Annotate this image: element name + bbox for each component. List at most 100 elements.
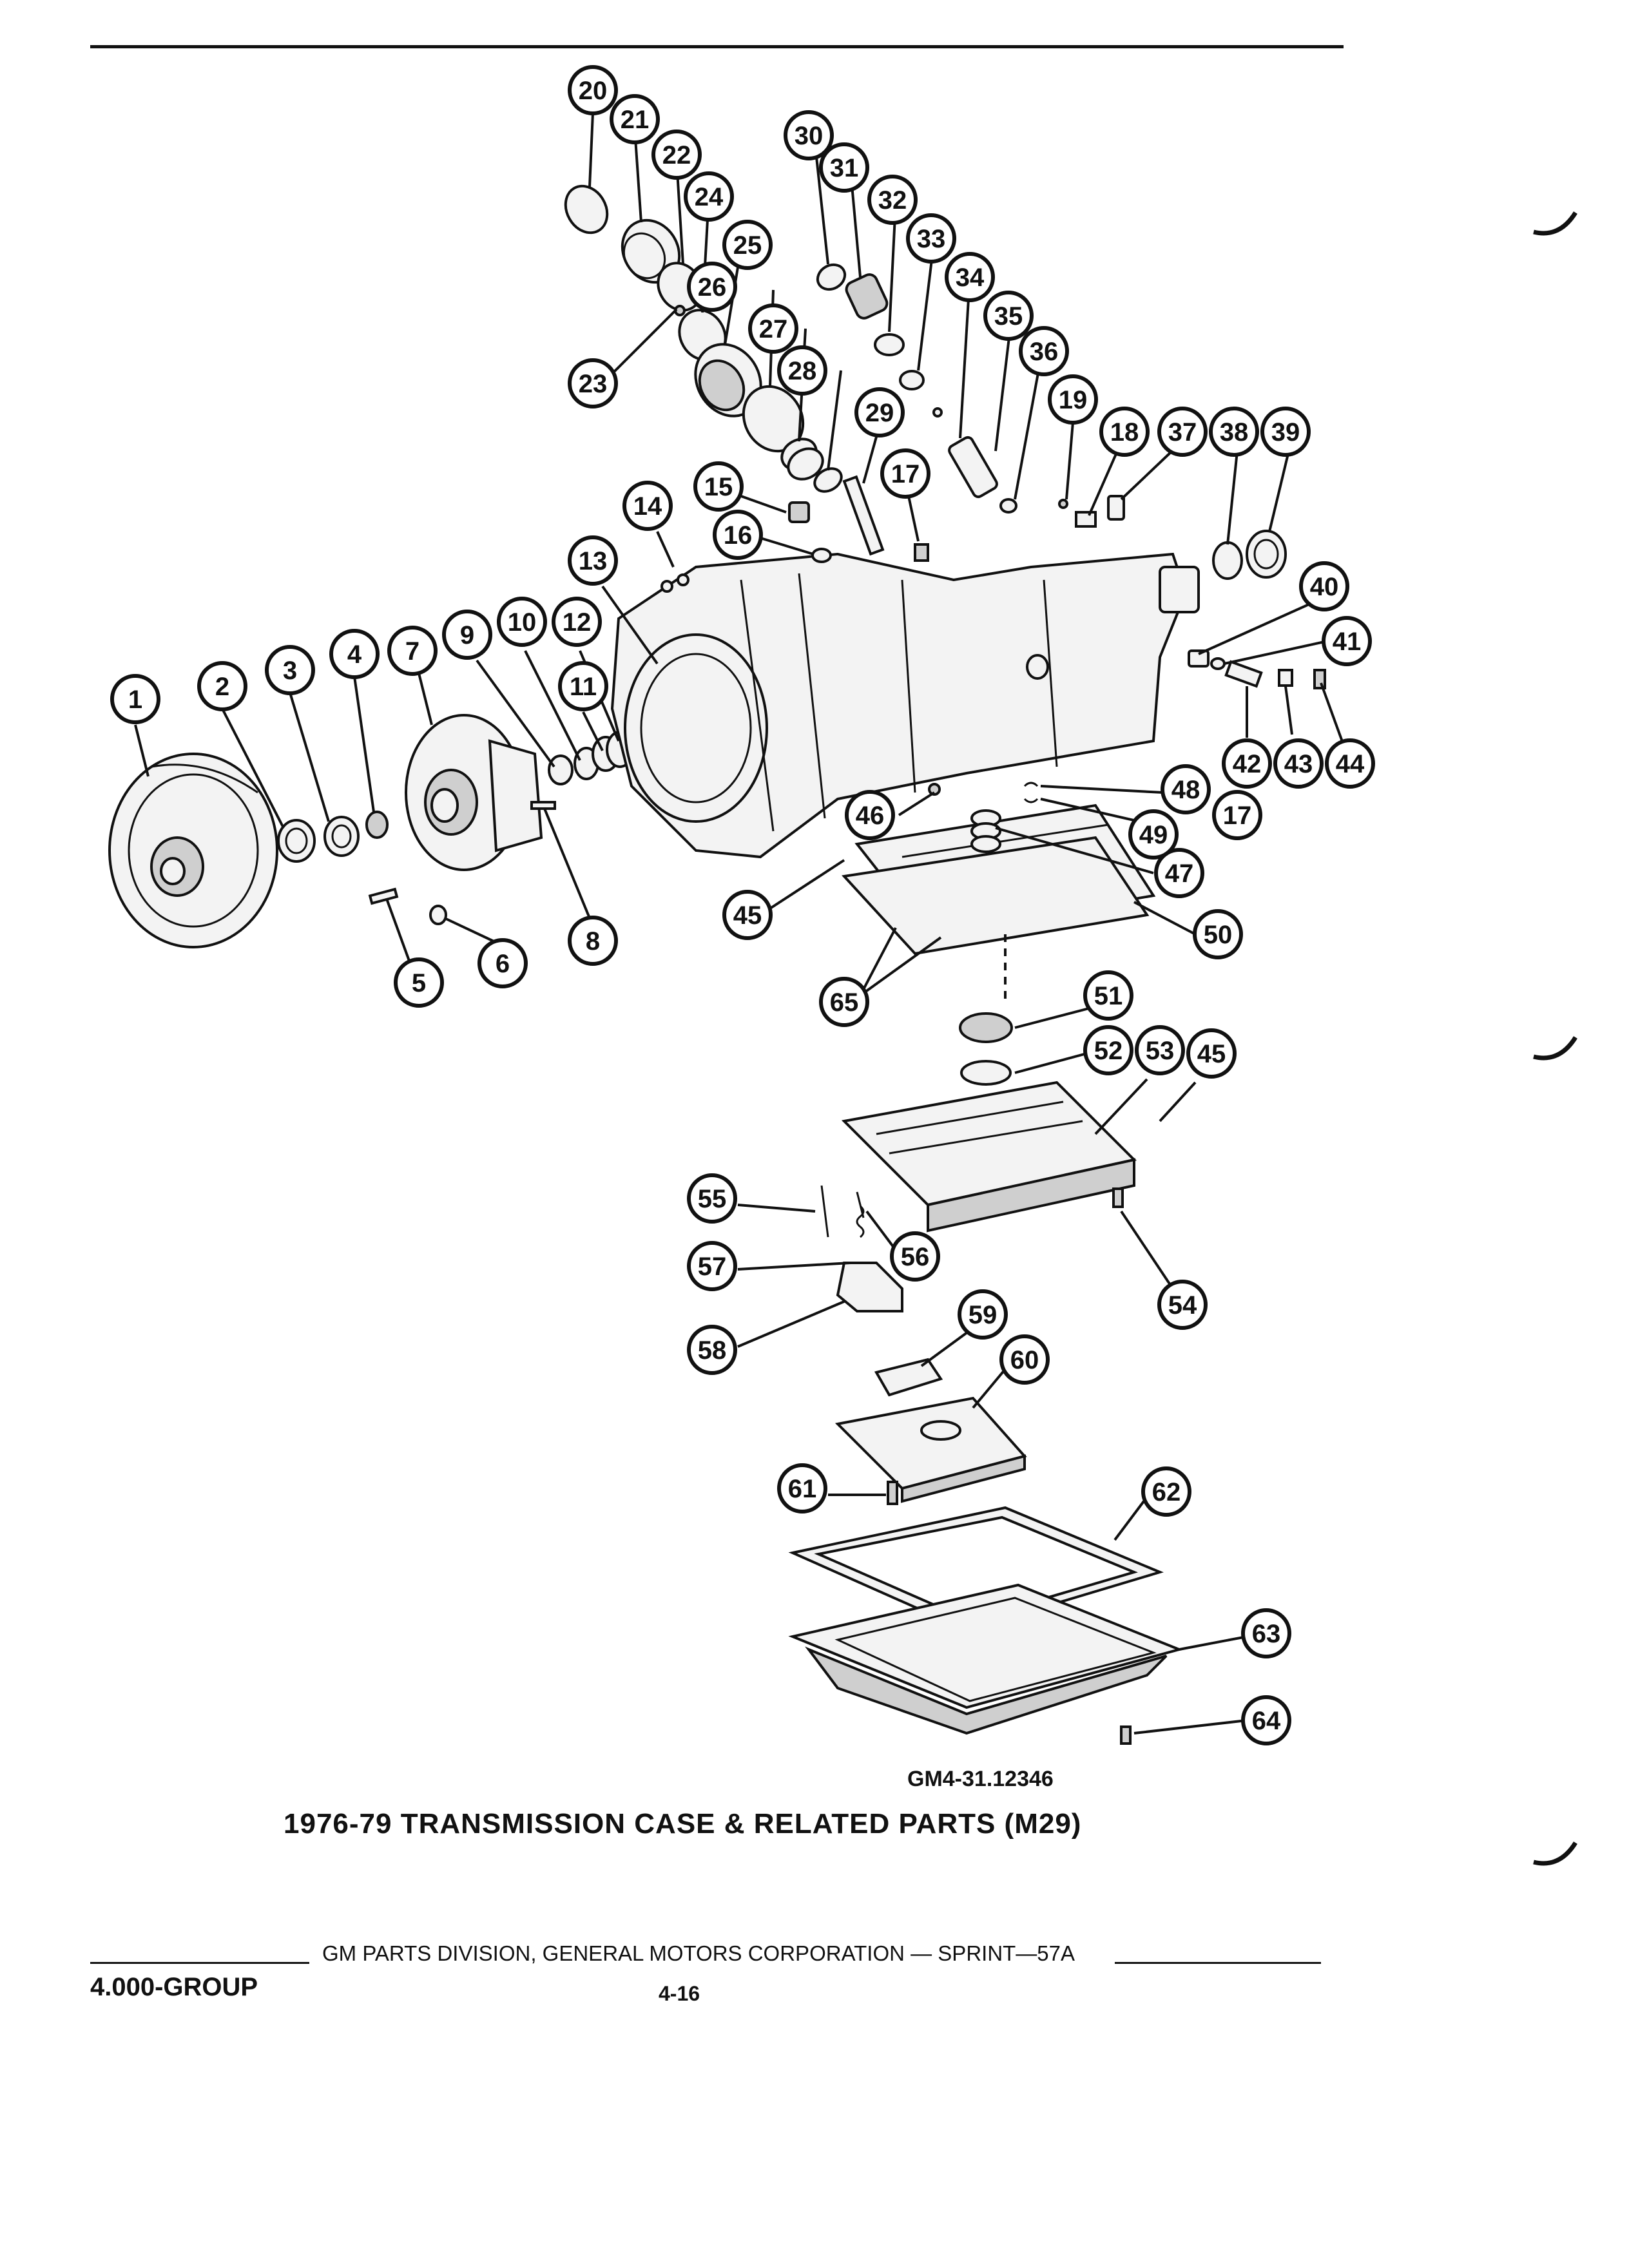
svg-text:46: 46 [856, 802, 885, 830]
svg-text:39: 39 [1271, 418, 1300, 447]
callout-4: 4 [329, 629, 380, 679]
servo-washer [813, 467, 843, 493]
callout-58: 58 [687, 1325, 737, 1375]
binder-mark-icon [1533, 1036, 1577, 1061]
callout-26: 26 [687, 262, 737, 312]
svg-text:37: 37 [1168, 418, 1197, 447]
svg-text:15: 15 [704, 473, 733, 501]
footer-text: GM PARTS DIVISION, GENERAL MOTORS CORPOR… [322, 1941, 1075, 1965]
svg-text:59: 59 [969, 1301, 998, 1329]
svg-text:2: 2 [215, 673, 229, 701]
callout-51: 51 [1083, 970, 1133, 1021]
svg-text:6: 6 [496, 950, 510, 978]
callout-42: 42 [1222, 738, 1272, 789]
governor-seal [999, 498, 1017, 514]
svg-text:50: 50 [1204, 921, 1233, 949]
pump-gear [365, 811, 389, 839]
valve-clip-49 [1023, 798, 1039, 803]
oil-filter [834, 1396, 1027, 1503]
callout-21: 21 [610, 94, 660, 144]
callout-30: 30 [784, 110, 834, 160]
callout-32: 32 [867, 175, 918, 225]
footer-rule [90, 1952, 1321, 1972]
callout-61: 61 [777, 1463, 827, 1514]
svg-text:38: 38 [1220, 418, 1249, 447]
small-pin [1058, 499, 1068, 509]
svg-text:26: 26 [698, 273, 727, 302]
svg-text:57: 57 [698, 1253, 727, 1281]
callout-40: 40 [1299, 561, 1349, 611]
callout-65: 65 [819, 977, 869, 1027]
callout-43: 43 [1273, 738, 1324, 789]
callout-23: 23 [568, 358, 618, 408]
page-number: 4-16 [659, 1982, 700, 2005]
svg-text:49: 49 [1139, 821, 1168, 849]
callout-57: 57 [687, 1241, 737, 1291]
svg-text:33: 33 [917, 225, 946, 253]
pump-washer [429, 905, 447, 925]
plug-washer [811, 548, 832, 563]
svg-text:58: 58 [698, 1336, 727, 1365]
plug [788, 501, 810, 523]
callout-9: 9 [442, 610, 492, 660]
pan-bolt [887, 1481, 898, 1505]
svg-text:47: 47 [1165, 860, 1194, 888]
svg-text:56: 56 [901, 1243, 930, 1271]
svg-text:41: 41 [1333, 628, 1362, 656]
spacer-plate [841, 803, 1156, 956]
svg-text:63: 63 [1252, 1620, 1281, 1648]
svg-text:32: 32 [878, 186, 907, 215]
svg-text:61: 61 [788, 1475, 817, 1503]
transmission-case [610, 552, 1200, 859]
svg-text:27: 27 [759, 315, 788, 343]
callout-52: 52 [1083, 1025, 1133, 1075]
callout-27: 27 [748, 303, 798, 354]
svg-text:17: 17 [891, 460, 920, 488]
callout-3: 3 [265, 645, 315, 695]
svg-text:25: 25 [733, 231, 762, 260]
svg-text:10: 10 [508, 608, 537, 637]
callout-47: 47 [1154, 848, 1204, 898]
callout-50: 50 [1193, 909, 1243, 959]
torque-converter [108, 753, 278, 948]
svg-text:52: 52 [1094, 1037, 1123, 1065]
detent-spring [970, 809, 1001, 853]
speedo-bolt [1313, 669, 1326, 689]
svg-text:19: 19 [1059, 386, 1088, 414]
callout-5: 5 [394, 957, 444, 1008]
callout-64: 64 [1241, 1695, 1291, 1745]
svg-text:48: 48 [1171, 776, 1200, 804]
svg-text:34: 34 [956, 264, 985, 292]
callout-31: 31 [819, 142, 869, 193]
callout-41: 41 [1322, 616, 1372, 666]
callout-37: 37 [1157, 407, 1208, 457]
svg-text:13: 13 [579, 547, 608, 575]
diagram-code: GM4-31.12346 [907, 1767, 1054, 1791]
valve-body-bolt [1112, 1187, 1124, 1208]
svg-text:43: 43 [1284, 750, 1313, 778]
svg-text:17: 17 [1223, 802, 1252, 830]
pump-bushing [323, 816, 360, 857]
pump-seal [277, 819, 316, 863]
binder-mark-icon [1533, 1841, 1577, 1866]
svg-text:18: 18 [1110, 418, 1139, 447]
svg-text:12: 12 [563, 608, 592, 637]
svg-text:23: 23 [579, 370, 608, 398]
svg-text:4: 4 [347, 640, 362, 669]
accumulator-spring [899, 370, 925, 390]
callout-24: 24 [684, 171, 734, 222]
pump-bolt [368, 887, 399, 905]
callout-25: 25 [722, 220, 773, 270]
callout-7: 7 [387, 626, 438, 676]
case-bolt-upper [914, 543, 929, 562]
callout-1: 1 [110, 674, 160, 724]
svg-text:53: 53 [1146, 1037, 1175, 1065]
callout-19: 19 [1048, 374, 1098, 425]
vent-plug [1107, 495, 1125, 521]
svg-text:65: 65 [830, 988, 859, 1017]
svg-text:35: 35 [994, 302, 1023, 331]
svg-text:60: 60 [1010, 1346, 1039, 1374]
page-title: 1976-79 TRANSMISSION CASE & RELATED PART… [284, 1808, 1082, 1840]
filter-gasket [874, 1358, 943, 1397]
pan-gasket [788, 1506, 1164, 1632]
